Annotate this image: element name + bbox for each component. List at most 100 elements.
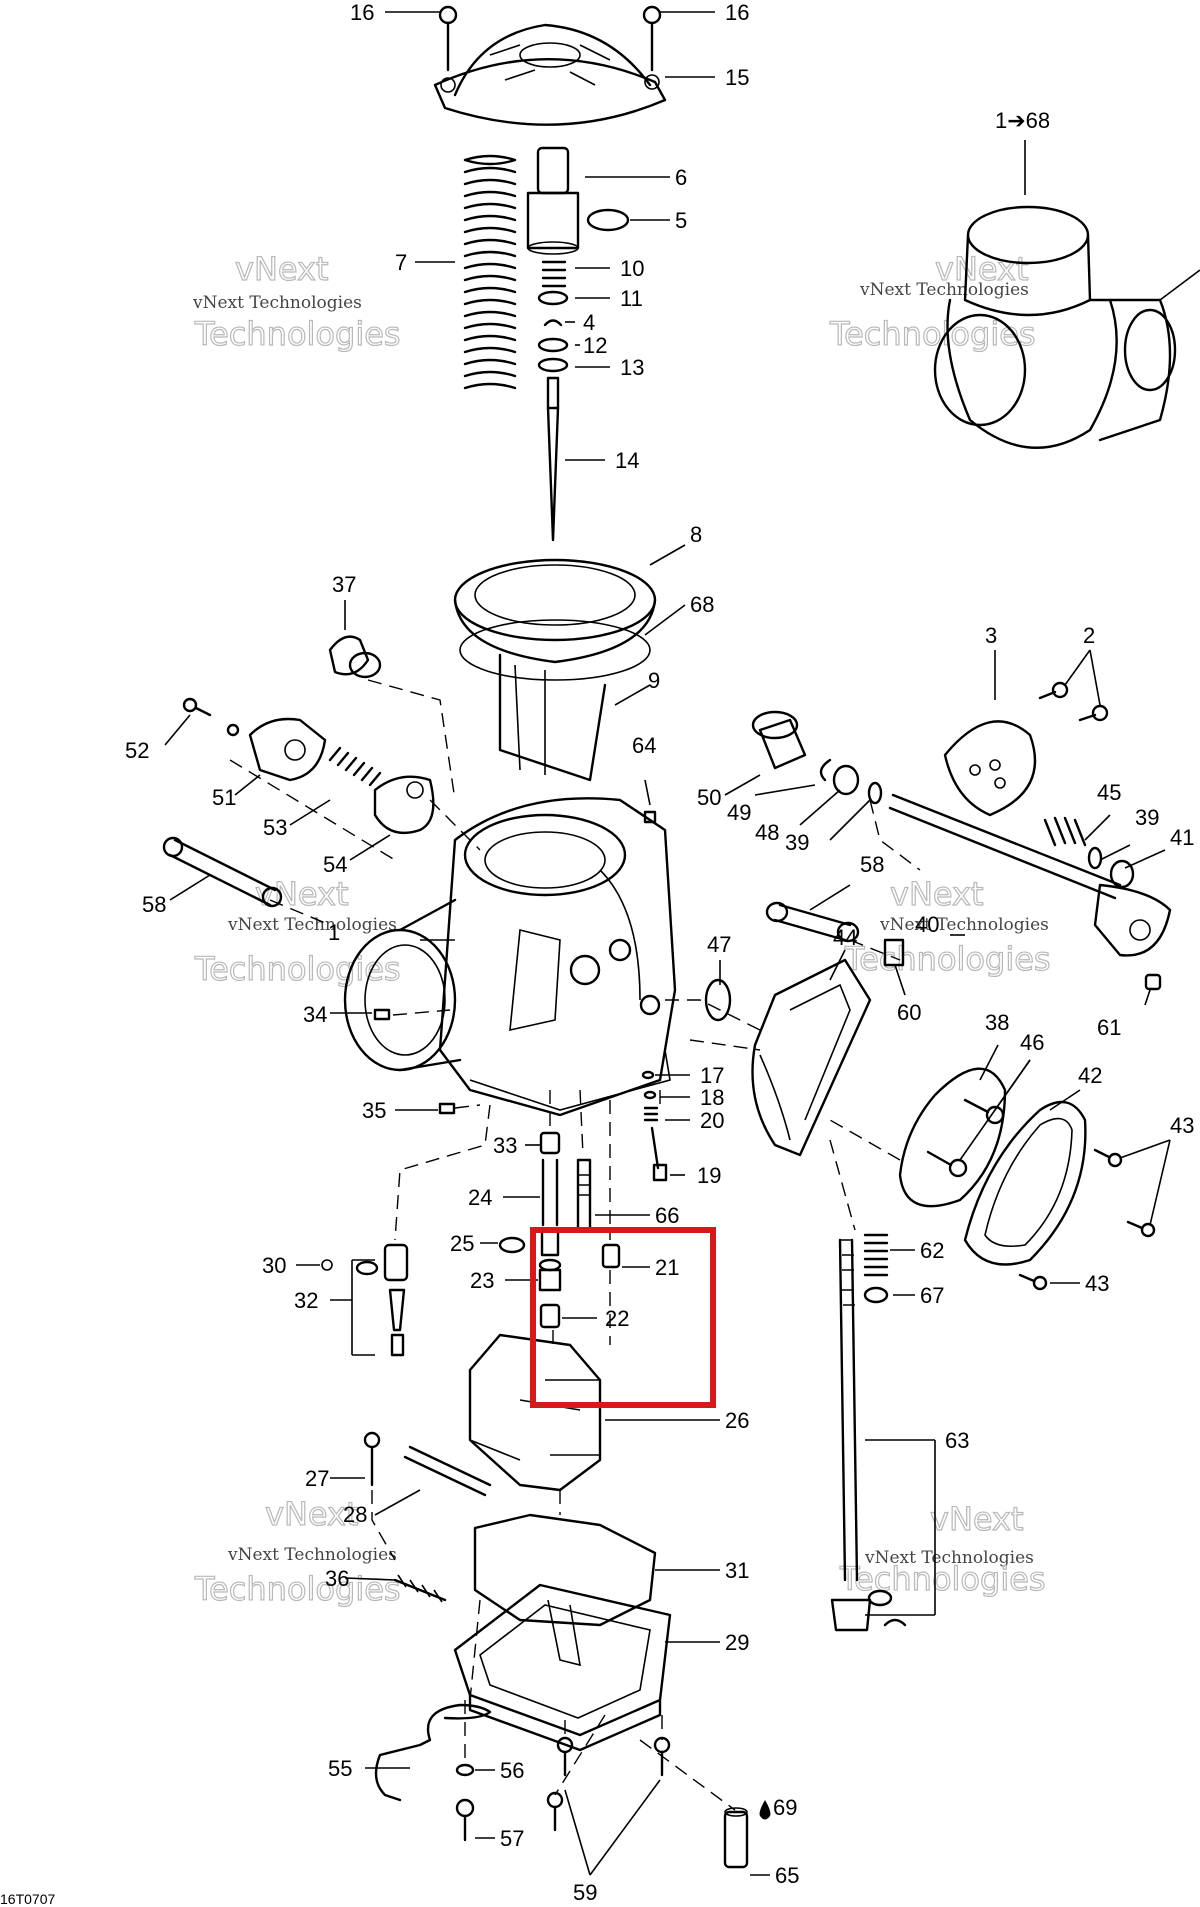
callout-58: 58 [142,892,166,917]
part-needle-14 [546,376,560,542]
part-spring-45 [1043,816,1087,847]
assembly-lines [229,679,921,1811]
part-spring-53 [328,746,382,787]
part-pin-58-left [162,836,283,908]
watermark-top-right: vNext vNext Technologies Technologies [828,249,1036,353]
part-jets-17-18-20-19 [641,1070,668,1182]
callout-48: 48 [755,820,779,845]
part-emulsion-23 [538,1228,562,1292]
part-oring-32 [355,1260,379,1276]
callout-66: 66 [655,1203,679,1228]
callout-49: 49 [727,800,751,825]
part-screw-27 [363,1431,381,1487]
part-carb-inset [933,205,1200,449]
callout-1: 1 [328,920,340,945]
callout-20: 20 [700,1108,724,1133]
callout-27: 27 [305,1466,329,1491]
part-screws-2 [1038,681,1109,722]
callout-69: 69 [773,1795,797,1820]
callout-14: 14 [615,448,639,473]
diagram-code: 16T0707 [0,1891,55,1907]
part-oring-39b [1087,846,1103,870]
callout-13: 13 [620,355,644,380]
callout-22: 22 [605,1306,629,1331]
callout-43: 43 [1085,1271,1109,1296]
part-clip-49 [819,758,832,782]
callout-40: 40 [915,912,939,937]
callout-61: 61 [1097,1015,1121,1040]
part-oring-39a [867,781,883,805]
callout-24: 24 [468,1185,492,1210]
callout-15: 15 [725,65,749,90]
callout-63: 63 [945,1428,969,1453]
callout-17: 17 [700,1063,724,1088]
part-cylinder-50 [751,710,807,770]
part-screws-59 [546,1736,671,1832]
callout-64: 64 [632,733,656,758]
part-gasket-31 [473,1513,657,1627]
callout-33: 33 [493,1133,517,1158]
watermark-text: vNext Technologies [859,280,1029,300]
callout-1-to-68: 1➔68 [995,108,1050,133]
callout-51: 51 [212,785,236,810]
part-cap-61 [1144,973,1162,991]
watermark-text: vNext [935,250,1028,288]
callout-43: 43 [1170,1113,1194,1138]
callout-7: 7 [395,250,407,275]
part-wire-55 [374,1703,492,1802]
callout-41: 41 [1170,825,1194,850]
watermark-text: vNext Technologies [864,1548,1034,1568]
watermark-text: Technologies [829,315,1036,353]
callout-11: 11 [620,286,643,311]
callout-8: 8 [690,522,702,547]
part-washer-56 [455,1763,475,1777]
part-cover-3 [943,720,1037,817]
callout-6: 6 [675,165,687,190]
part-washer-30 [321,1259,333,1271]
callout-19: 19 [697,1163,721,1188]
part-top-cover [433,23,667,126]
part-oring-25 [498,1236,526,1254]
highlight-box [530,1227,716,1408]
callout-16: 16 [350,0,374,25]
callout-58: 58 [860,852,884,877]
callout-53: 53 [263,815,287,840]
callout-59: 59 [573,1880,597,1905]
part-diaphragm-8 [453,558,657,664]
watermark-text: vNext Technologies [227,1545,397,1565]
watermark-text: vNext Technologies [227,915,397,935]
part-tube-24 [541,1158,559,1227]
callout-44: 44 [833,925,857,950]
part-fitting-60 [883,938,905,967]
callout-39: 39 [785,830,809,855]
watermark-top-left: vNext vNext Technologies Technologies [192,249,401,353]
part-carb-body-1 [343,797,677,1117]
watermark-text: Technologies [194,315,401,353]
callout-67: 67 [920,1283,944,1308]
watermark-mid-left: vNext vNext Technologies Technologies [193,874,401,988]
watermark-text: vNext [265,1495,358,1533]
callout-42: 42 [1078,1063,1102,1088]
callout-9: 9 [648,668,660,693]
part-valve-32 [383,1243,409,1357]
callout-57: 57 [500,1826,524,1851]
part-slide-9 [498,653,607,782]
callout-46: 46 [1020,1030,1044,1055]
part-jet-33 [539,1131,561,1155]
watermark-text: Technologies [844,940,1051,978]
part-washer-11 [537,290,569,306]
callout-50: 50 [697,785,721,810]
watermark-text: vNext [930,1500,1023,1538]
part-pin-28 [403,1445,492,1497]
watermark-text: Technologies [194,1570,401,1608]
part-spring-7 [463,154,517,390]
part-screw-34 [373,1008,391,1021]
part-screws-46 [926,1098,1005,1178]
callout-32: 32 [294,1288,318,1313]
oil-drop-icon [759,1800,771,1820]
watermark-text: vNext Technologies [879,915,1049,935]
part-spring-10 [541,260,567,288]
part-screw-57 [455,1798,475,1842]
callout-23: 23 [470,1268,494,1293]
